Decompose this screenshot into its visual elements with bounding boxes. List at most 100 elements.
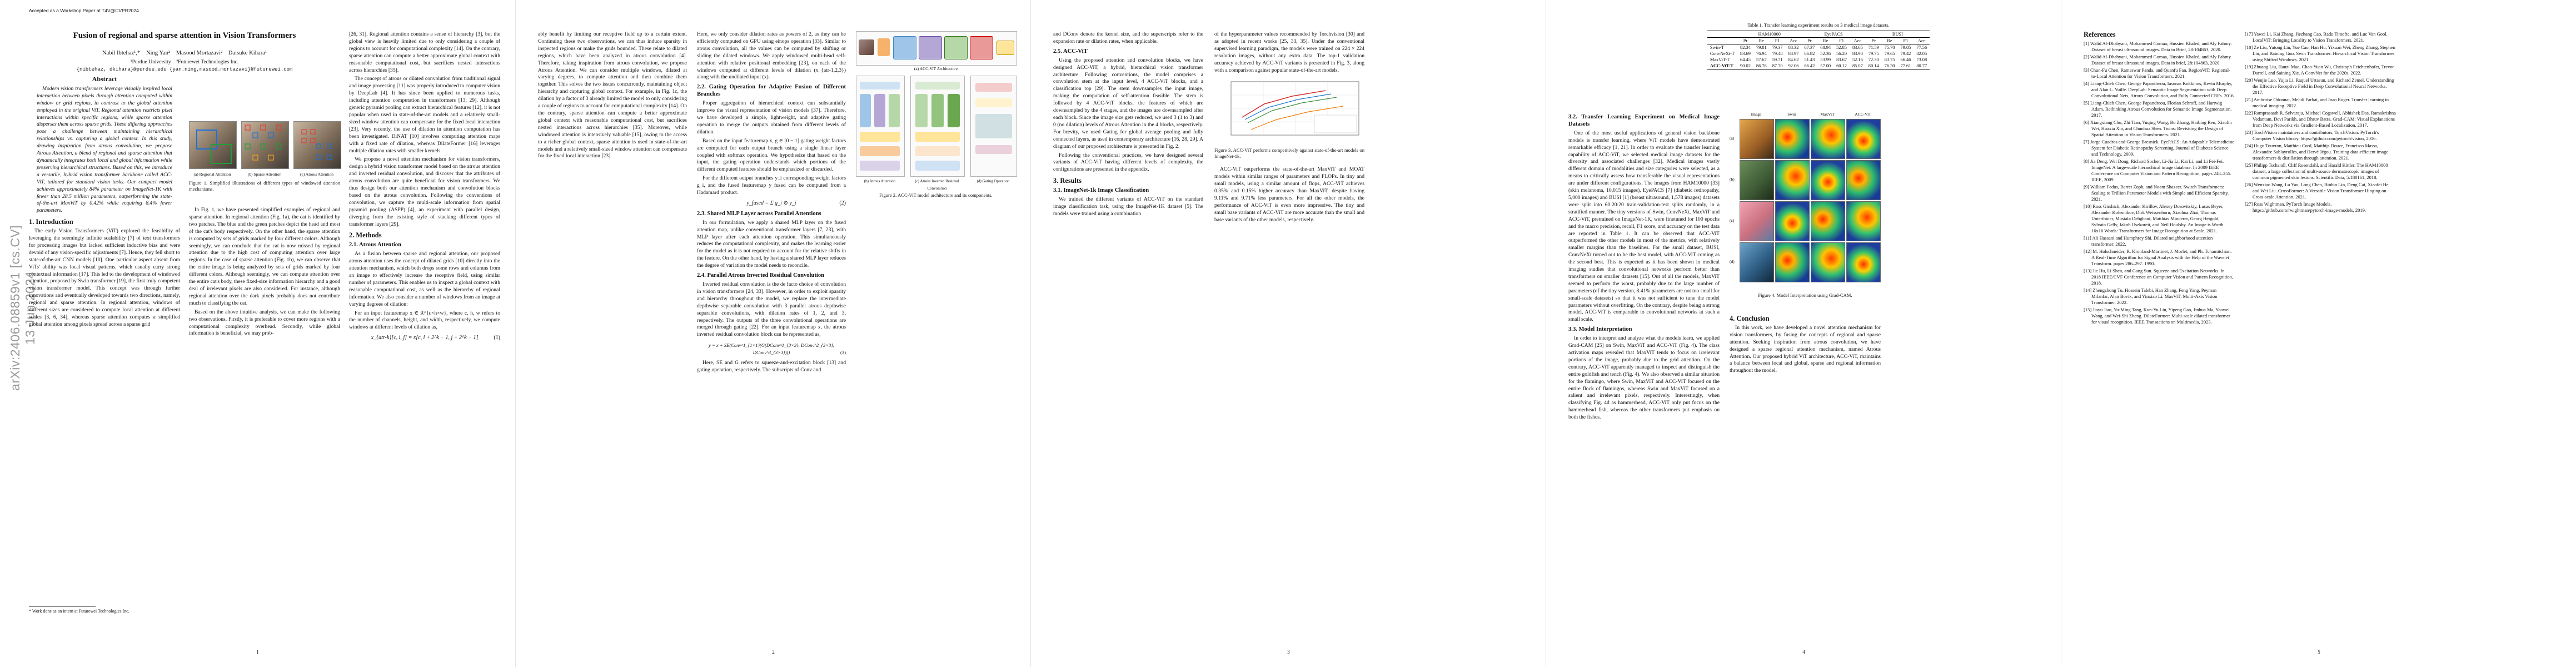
reference-entry: [5] Liang-Chieh Chen, George Papandreou,… [2084,99,2232,118]
table-metric-header: Acc [1917,38,1926,43]
figure-3: Figure 3. ACC-ViT performs competitively… [1214,78,1364,162]
fig1-label-sparse: (b) Sparse Attention [247,172,282,177]
fig2-block-4 [970,36,993,59]
fig2-block-1 [893,36,916,59]
fig2-caption: Figure 2. ACC-ViT model architecture and… [879,192,993,198]
equation-3-body: y = x + SE(Conv^1_{1×1}(G(DConv^1_{3×3},… [709,342,834,356]
table-cell: 67.37 [1804,45,1815,50]
table-metric-header: Acc [1790,38,1797,43]
table-metric-header: F1 [1775,38,1780,43]
fig2-atrous-conv-panel [910,76,965,177]
table-cell: 75.70 [1884,45,1895,50]
fig3-swin-series [1250,106,1344,130]
reference-entry: [20] Wenjie Luo, Yujia Li, Raquel Urtasu… [2245,77,2394,95]
fig4-gradcam-heatmap [1846,242,1881,282]
fig2-input-image [859,39,874,55]
reference-entry: [23] TorchVision maintainers and contrib… [2245,130,2379,141]
p3-paragraph-3: Following the conventional practices, we… [1053,152,1203,173]
p2-column-left: ably benefit by limiting our receptive f… [538,31,687,162]
table-cell: 66.42 [1804,63,1815,68]
fig4-gradcam-heatmap [1846,119,1881,159]
table-cell: 83.65 [1852,45,1863,50]
fig4-gradcam-heatmap [1775,201,1810,241]
fig3-accvit-series [1242,90,1326,118]
col-b-paragraph-3: Based on the above intuitive analysis, w… [189,308,340,337]
parallel-conv-heading: 2.4. Parallel Atrous Inverted Residual C… [697,272,825,279]
column-right: [26, 31]. Regional attention contains a … [349,31,500,345]
table-cell: 51.43 [1804,57,1815,62]
table-cell: 57.00 [1820,63,1831,68]
table-cell: 59.71 [1772,57,1783,62]
table-cell: 87.70 [1772,63,1783,68]
table-cell: 92.06 [1788,63,1799,68]
p4-paragraph-1: One of the most useful applications of g… [1568,130,1720,323]
col-c-paragraph-1: [26, 31]. Regional attention contains a … [349,31,500,73]
table-metric-header: F1 [1903,38,1909,43]
reference-entry: [8] Jia Deng, Wei Dong, Richard Socher, … [2084,158,2231,182]
paper-title: Fusion of regional and sparse attention … [73,31,296,40]
author-names: Nabil Ibtehaz¹,* Ning Yan² Masood Mortaz… [102,50,267,56]
reference-entry: [22] Ramprasaath R. Selvaraju, Michael C… [2245,110,2396,128]
table-cell: 79.42 [1900,51,1911,56]
table-row-model: ConvNeXt-T [1710,51,1735,56]
table-metric-header: Re [1887,38,1892,43]
table-group-busi: BUSI [1892,32,1904,37]
footnote: * Work done as an intern at Futurewei Te… [29,606,129,615]
table-cell: 77.56 [1916,45,1927,50]
table-cell: 79.65 [1884,51,1895,56]
reference-entry: [10] Ross Girshick, Alexander Kirillov, … [2084,203,2224,233]
p3-paragraph-6: ACC-ViT outperforms the state-of-the-art… [1214,166,1364,223]
fig4-caption: Figure 4. Model Interpretation using Gra… [1758,292,1852,298]
reference-entry: [27] Ross Wightman. PyTorch Image Models… [2245,201,2366,213]
reference-entry: [19] Zhuang Liu, Hanzi Mao, Chao-Yuan Wu… [2245,64,2394,76]
introduction-heading: 1. Introduction [29,218,73,226]
table-cell: 56.20 [1836,51,1847,56]
equation-1-body: x_{atr-k}[c, i, j] = x[c, i + 2^k − 1, j… [371,335,479,341]
table-cell: 79.05 [1900,45,1911,50]
page-number-5: 5 [2318,649,2320,655]
table-1-caption: Table 1. Transfer learning experiment re… [1747,22,1890,28]
fig4-gradcam-heatmap [1775,242,1810,282]
reference-entry: [9] William Fedus, Barret Zoph, and Noam… [2084,183,2229,202]
reference-entry: [11] Ali Hassani and Humphrey Shi. Dilat… [2084,235,2213,247]
reference-entry: [1] Walid Al-Dhabyani, Mohammed Gomaa, H… [2084,40,2232,52]
p3-paragraph-4: We trained the different variants of ACC… [1053,196,1203,217]
author-emails: {nibtehaz, dkihara}@purdue.edu {yan.ning… [76,67,293,72]
p2-paragraph-4: For the different output branches y_i co… [697,175,846,196]
fig4-gradcam-heatmap [1811,119,1845,159]
reference-entry: [15] Jiayu Jiao, Yu-Ming Tang, Kun-Yu Li… [2084,306,2230,325]
p3-column-left: and DConv denote the kernel size, and th… [1053,31,1203,220]
table-cell: 57.67 [1756,57,1767,62]
reference-entry: [2] Walid Al-Dhabyani, Mohammed Gomaa, H… [2084,53,2232,66]
table-cell: 73.08 [1916,57,1927,62]
table-cell: 77.61 [1900,63,1911,68]
fig1-atrous-attention-image [293,121,341,169]
page-4: Table 1. Transfer learning experiment re… [1546,0,2061,667]
table-cell: 52.85 [1836,45,1847,50]
fig1-label-regional: (a) Regional Attention [193,172,231,177]
fig2-gating-panel [970,76,1017,177]
table-cell: 68.94 [1820,45,1831,50]
p2-paragraph-5: In our formulation, we apply a shared ML… [697,219,846,269]
fig1-caption: Figure 1. Simplified illustrations of di… [189,180,340,192]
table-cell: 88.32 [1788,45,1799,50]
table-cell: 82.05 [1916,51,1927,56]
abstract-heading: Abstract [92,75,117,83]
p2-paragraph-7: Here, SE and G refers to squeeze-and-exc… [697,360,846,373]
fig1-label-atrous: (c) Atrous Attention [300,172,333,177]
table-cell: 52.16 [1852,57,1863,62]
table-cell: 83.67 [1836,57,1847,62]
table-cell: 64.45 [1740,57,1751,62]
fig3-moat-series [1247,97,1337,123]
equation-2-body: y_fused = Σ g_i ⊙ y_i [746,200,796,206]
p3-paragraph-2: Using the proposed attention and convolu… [1053,57,1203,150]
page-2: ably benefit by limiting our receptive f… [515,0,1030,667]
conclusion-heading: 4. Conclusion [1730,315,1770,322]
table-metric-header: Pr [1807,38,1812,43]
